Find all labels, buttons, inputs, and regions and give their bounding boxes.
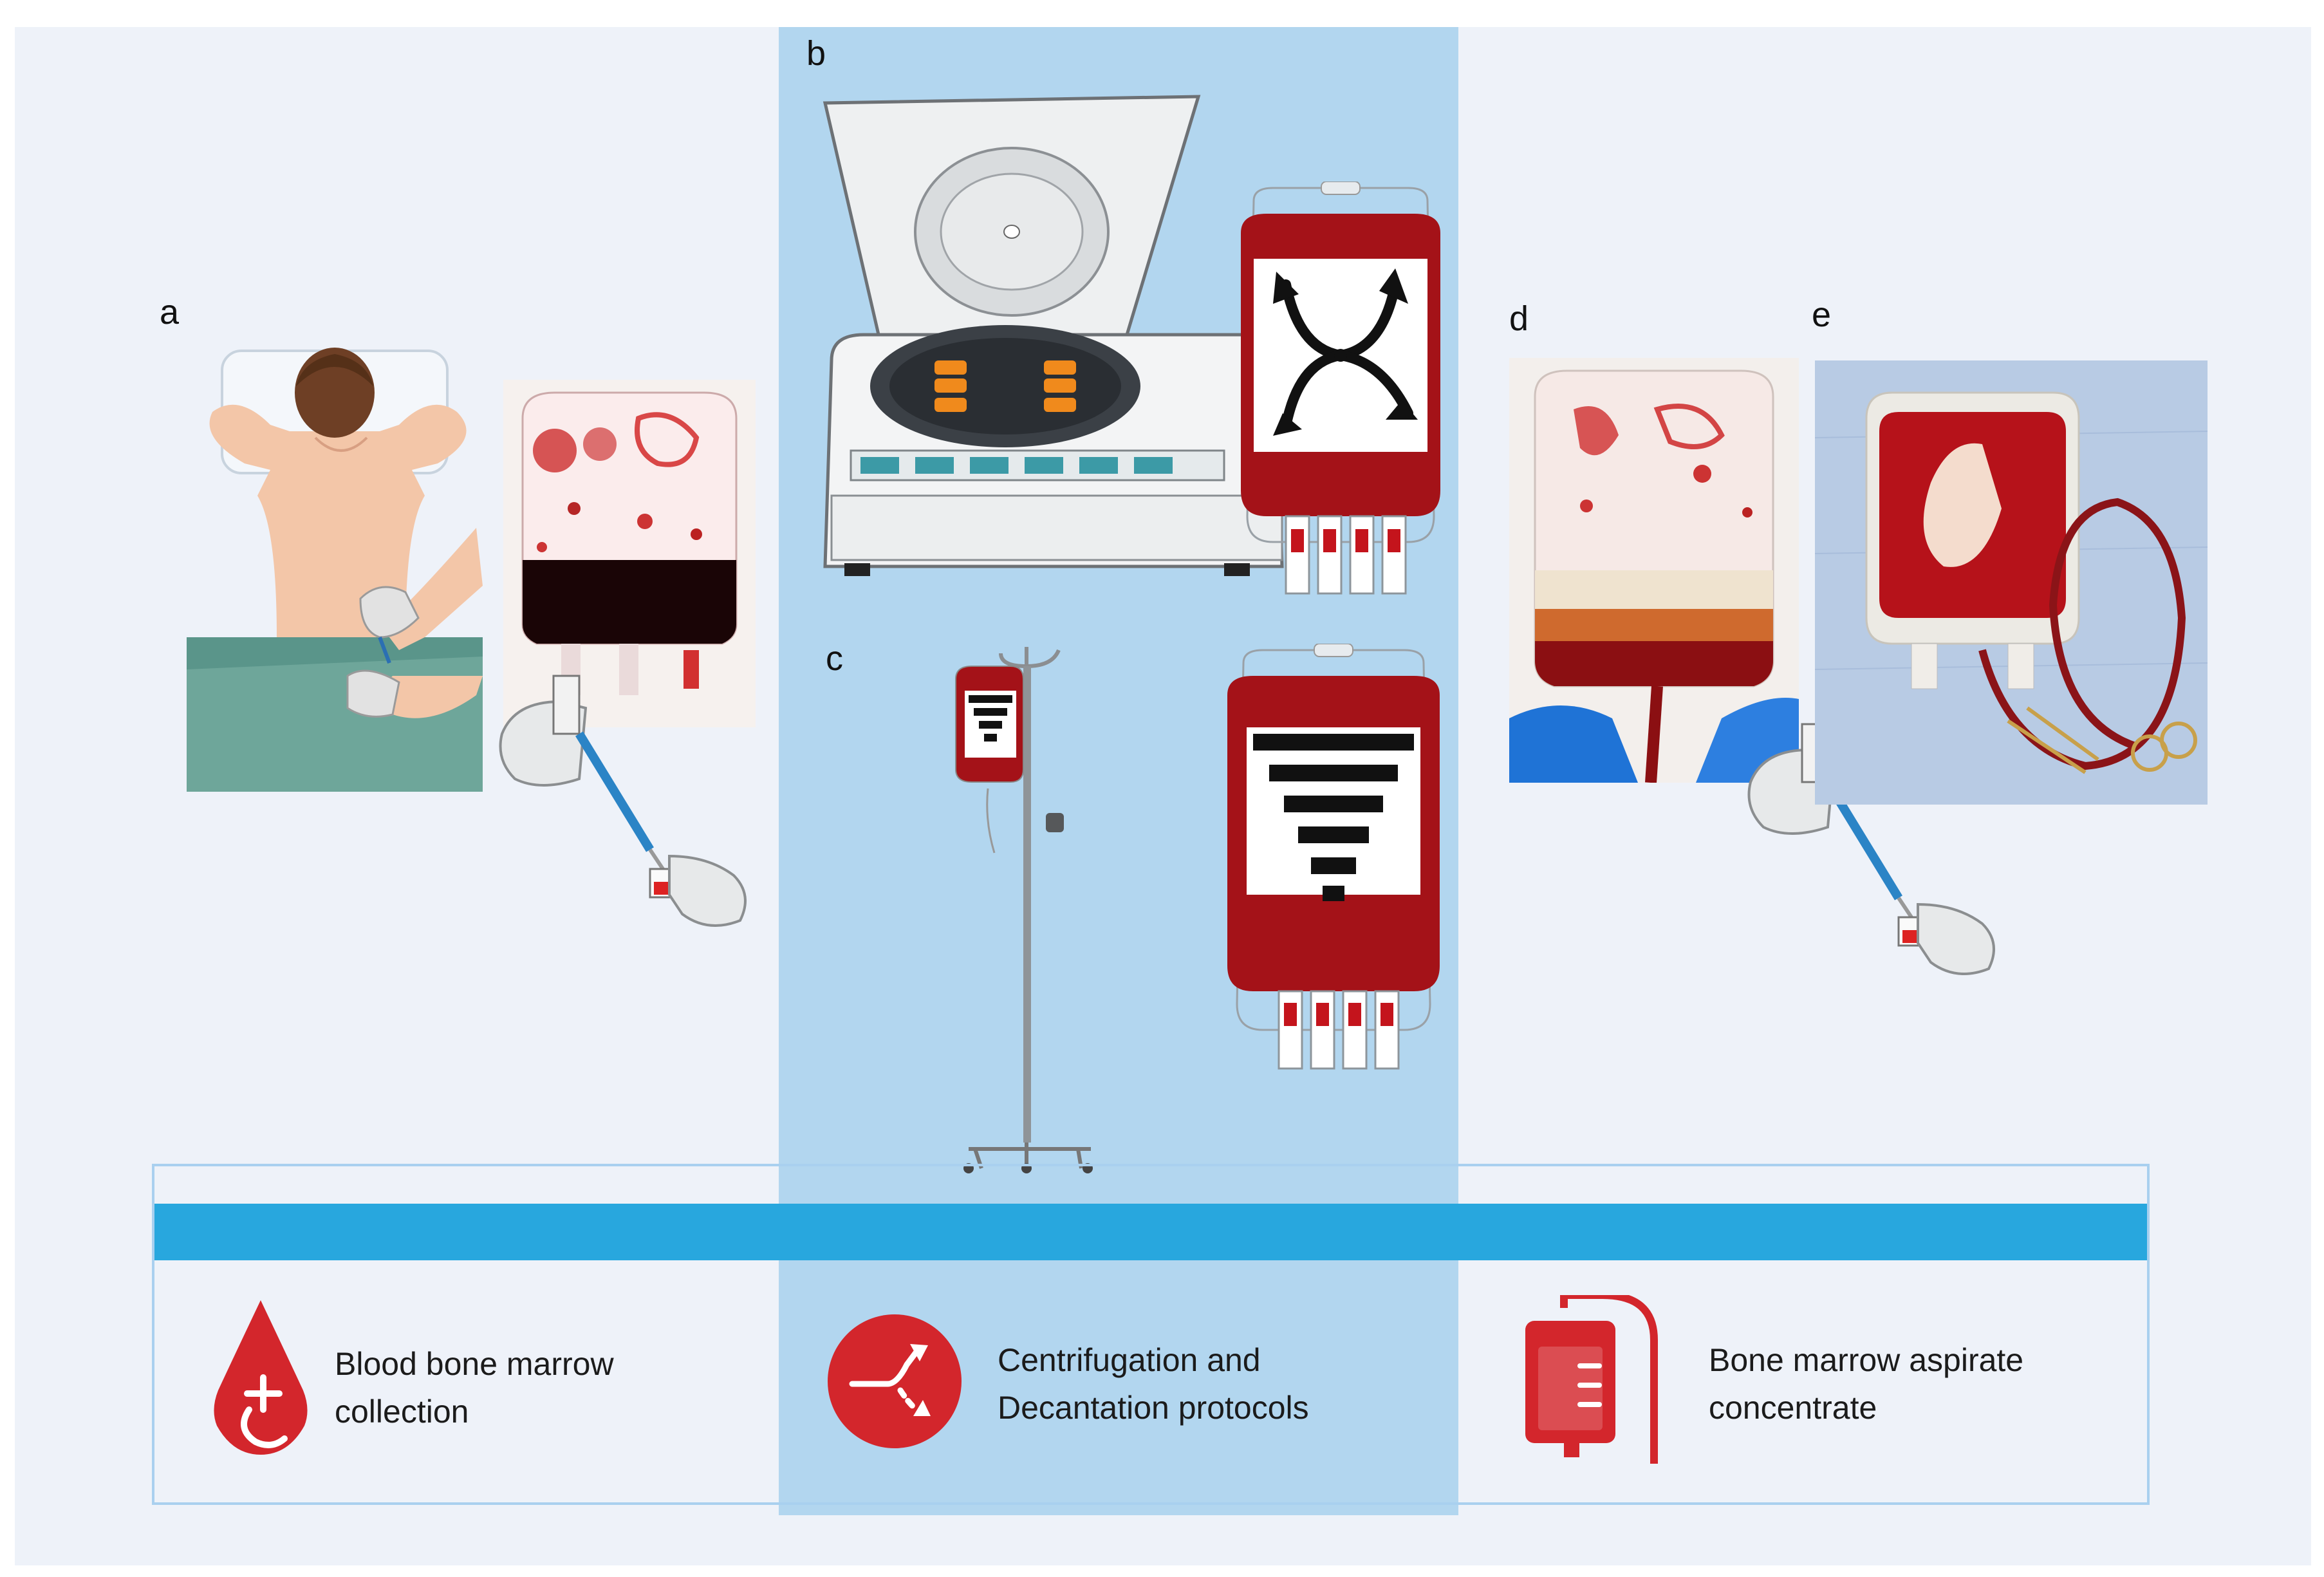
legend-box (152, 1164, 2150, 1505)
blood-bag-decantation-steps (1227, 644, 1440, 1070)
panel-label-c: c (826, 639, 843, 678)
iv-stand-illustration (955, 647, 1093, 1173)
legend-label-concentrate-line-1: Bone marrow aspirate (1709, 1342, 2024, 1378)
legend-label-collection-line-1: Blood bone marrow (335, 1346, 614, 1382)
panel-label-e: e (1812, 295, 1832, 334)
panel-label-d: d (1509, 299, 1529, 338)
centrifuge-illustration (823, 95, 1284, 576)
legend-label-collection: Blood bone marrow collection (335, 1340, 614, 1435)
blood-drop-plus-icon (214, 1300, 308, 1455)
iv-bag-icon (1525, 1295, 1658, 1464)
legend-label-centrifugation: Centrifugation and Decantation protocols (998, 1336, 1309, 1432)
legend-label-concentrate: Bone marrow aspirate concentrate (1709, 1336, 2023, 1432)
centrifugation-arrows-icon (828, 1314, 962, 1448)
panel-label-a: a (160, 293, 180, 331)
legend-label-centrifugation-line-1: Centrifugation and (998, 1342, 1261, 1378)
patient-lying-prone-illustration (187, 348, 483, 792)
legend-header-bar (154, 1204, 2147, 1260)
collection-bag-photo-a (503, 380, 756, 727)
panel-label-b: b (806, 34, 826, 73)
legend-label-concentrate-line-2: concentrate (1709, 1390, 1877, 1426)
blood-bag-centrifugation-arrows (1241, 182, 1440, 595)
pipette-hand-illustration-a (499, 675, 747, 927)
final-bag-with-tubing-photo-e (1815, 360, 2208, 805)
legend-label-centrifugation-line-2: Decantation protocols (998, 1390, 1309, 1426)
legend-label-collection-line-2: collection (335, 1394, 469, 1430)
